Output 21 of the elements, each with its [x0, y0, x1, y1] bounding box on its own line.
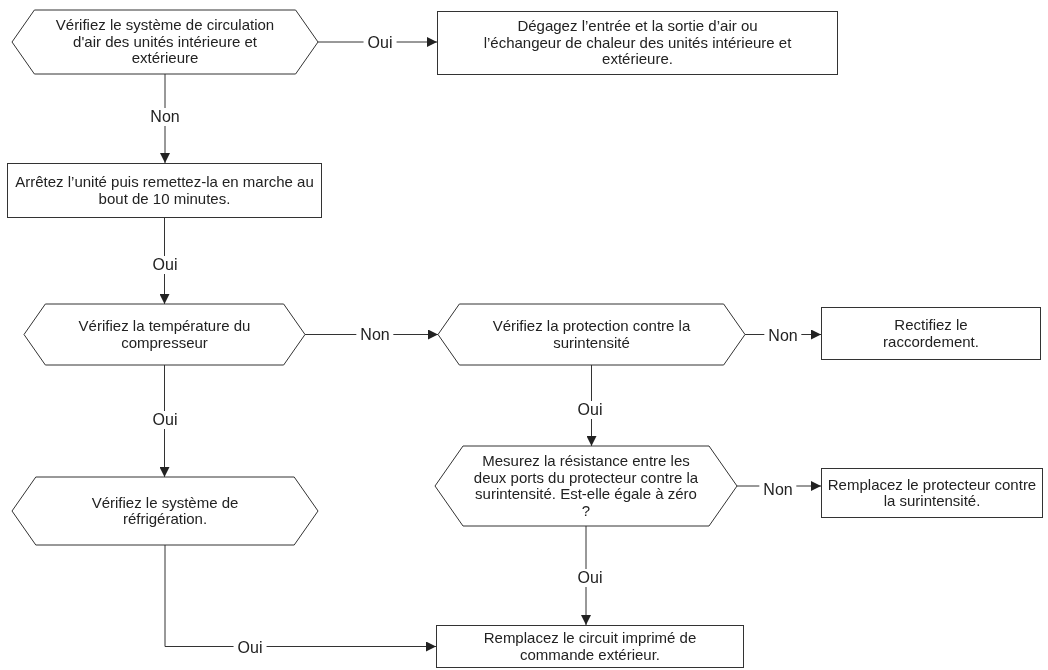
decision-hexagon — [12, 10, 318, 74]
step-text: Remplacez le protecteur contre la surintensité. — [826, 476, 1038, 510]
decision-hexagon — [438, 304, 745, 365]
step-text: Dégagez l’entrée et la sortie d’air ou l’échangeur de chaleur des unités intérieure et extérieure. — [482, 18, 793, 68]
step-text: Vérifiez le système de circulation d'air des unités intérieure et extérieure — [54, 17, 276, 67]
step-text: Vérifiez le système de réfrigération. — [90, 494, 240, 528]
arrow — [164, 544, 437, 652]
step-text: Mesurez la résistance entre les deux ports du protecteur contre la surintensité. Est-elle égale à zéro ? — [472, 453, 700, 519]
step-text: Vérifiez la température du compresseur — [77, 318, 252, 351]
process-box — [821, 468, 1043, 518]
decision-hexagon — [12, 477, 318, 545]
decision-hexagon — [24, 304, 305, 365]
step-text: Remplacez le circuit imprimé de commande extérieur. — [482, 630, 698, 663]
process-box — [821, 307, 1041, 360]
process-box — [437, 11, 838, 75]
process-box — [7, 163, 322, 218]
step-text: Arrêtez l’unité puis remettez-la en marche au bout de 10 minutes. — [14, 174, 315, 207]
process-box — [436, 625, 744, 668]
decision-hexagon — [435, 446, 737, 526]
step-text: Vérifiez la protection contre la surintensité — [491, 318, 692, 351]
step-text: Rectifiez le raccordement. — [882, 317, 980, 350]
